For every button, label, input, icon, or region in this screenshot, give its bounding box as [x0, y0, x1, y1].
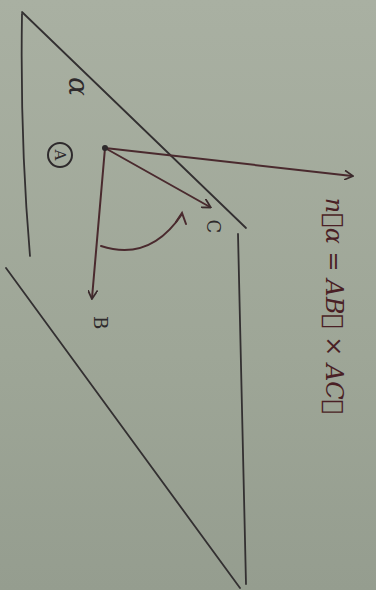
plane-name: α	[61, 77, 94, 96]
plane-edge	[22, 12, 246, 228]
angle-arc	[101, 214, 182, 250]
circled-point: A	[47, 142, 73, 168]
point-name: A	[51, 150, 69, 161]
point-a	[102, 145, 108, 151]
normal-formula: n⃗α = AB⃗ × AC⃗	[320, 198, 348, 414]
plane-edge	[6, 268, 240, 588]
normal-vector	[105, 148, 352, 176]
vector-ab	[92, 148, 105, 298]
plane-edge	[238, 234, 246, 584]
point-label: C	[204, 219, 225, 233]
angle-arc-head	[176, 213, 186, 224]
vector-ac	[105, 148, 210, 207]
point-label: B	[90, 315, 111, 328]
plane-edge	[22, 14, 30, 256]
